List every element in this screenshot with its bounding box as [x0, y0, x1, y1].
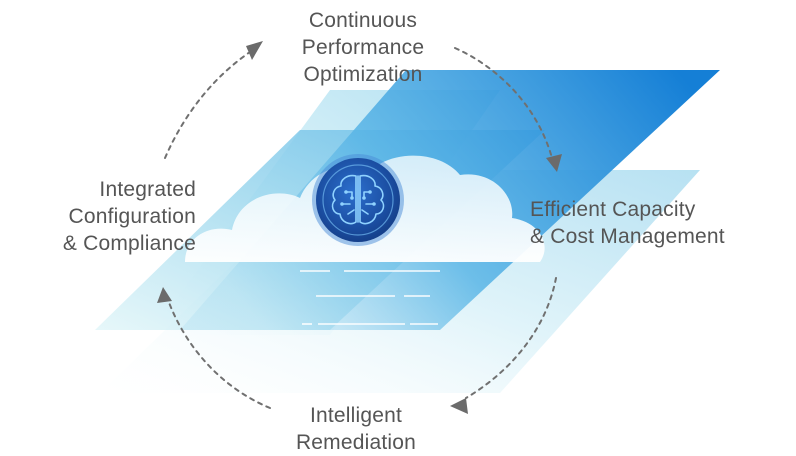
arrow-bottom-to-left [167, 299, 271, 409]
stage-label-line: Configuration [68, 205, 196, 228]
stage-label-line: Continuous [308, 9, 418, 32]
arrow-heads [157, 41, 562, 414]
stage-label-line: Optimization [303, 63, 423, 86]
stage-label-efficient-capacity-cost-management: Efficient Capacity & Cost Management [530, 196, 790, 250]
stage-label-line: Integrated [99, 178, 196, 201]
stage-label-line: Intelligent [309, 404, 403, 427]
stage-label-line: & Compliance [62, 232, 196, 255]
stage-label-integrated-configuration-compliance: Integrated Configuration & Compliance [14, 176, 196, 257]
arrow-left-to-top [164, 51, 251, 159]
arrow-right-to-bottom [465, 277, 557, 399]
arrowhead-left-icon [157, 287, 172, 303]
arrowhead-right-icon [546, 154, 562, 172]
stage-label-line: & Cost Management [530, 225, 725, 248]
arrowhead-top-icon [246, 41, 263, 60]
stage-label-intelligent-remediation: Intelligent Remediation [276, 402, 436, 456]
data-lines [300, 270, 440, 325]
stage-label-line: Performance [301, 36, 425, 59]
brain-circuit-icon [312, 154, 404, 246]
stage-label-continuous-performance-optimization: Continuous Performance Optimization [268, 7, 458, 88]
stage-label-line: Efficient Capacity [530, 198, 696, 221]
arrow-top-to-right [454, 47, 553, 159]
arrowhead-bottom-icon [450, 398, 468, 414]
stage-label-line: Remediation [295, 431, 417, 454]
cycle-arrows [164, 47, 557, 409]
